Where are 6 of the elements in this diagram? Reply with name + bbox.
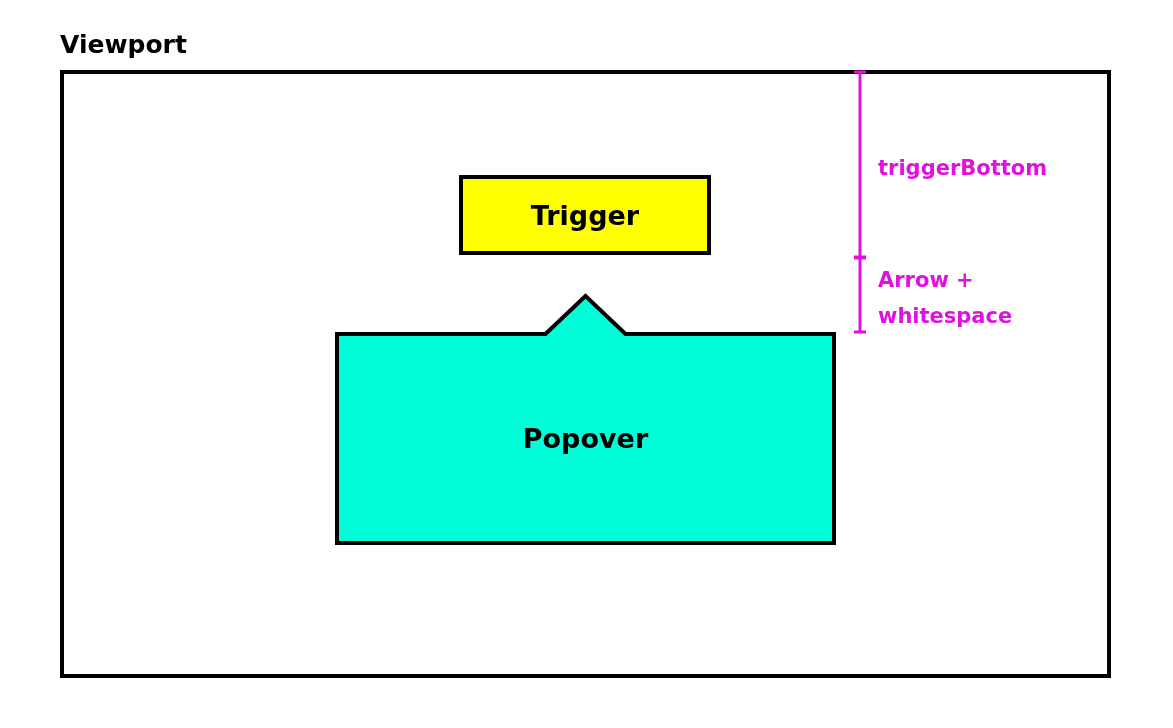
trigger-label: Trigger bbox=[530, 199, 640, 231]
dimension-label: triggerBottom bbox=[878, 155, 1049, 182]
trigger-box bbox=[459, 175, 711, 255]
popover-label: Popover bbox=[522, 423, 649, 454]
dimension-label: Arrow + whitespace bbox=[878, 267, 1014, 330]
diagram-heading: Viewport bbox=[60, 30, 187, 59]
